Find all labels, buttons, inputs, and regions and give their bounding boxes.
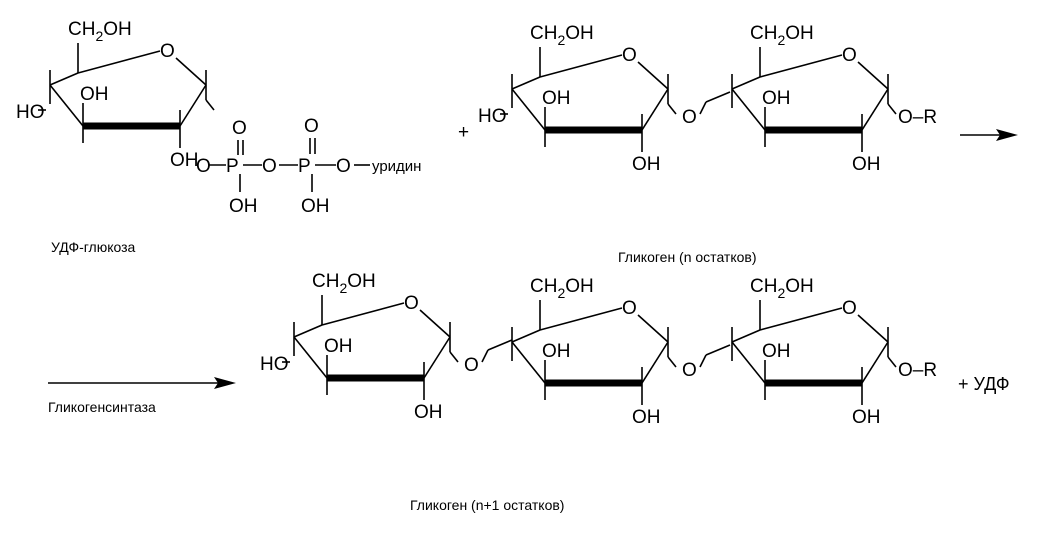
glycosidic-oxygen-udp: O [196, 156, 211, 177]
ch2oh-group: CH2OH [68, 19, 132, 44]
reaction-arrow-top [960, 129, 1018, 141]
glucose-ring-3: O CH2OH OH OH O–R [731, 23, 937, 175]
hydroxyl-c3: OH [542, 341, 571, 362]
glycogen-n-label: Гликоген (n остатков) [618, 249, 757, 265]
ring-oxygen: O [160, 41, 175, 62]
phosphorus-atom-1: P [226, 156, 239, 177]
phosphoryl-oxygen-1: O [232, 118, 247, 139]
phosphate-oh-1: OH [229, 196, 258, 217]
phosphoryl-oxygen-2: O [304, 116, 319, 137]
plus-sign: + [458, 122, 469, 143]
glucose-ring-6: O CH2OH OH OH O–R [731, 276, 937, 428]
hydroxyl-c2: OH [632, 154, 661, 175]
hydroxyl-c2: OH [852, 407, 881, 428]
ch2oh-group: CH2OH [530, 23, 594, 48]
or-terminus: O–R [898, 107, 937, 128]
hydroxyl-c2: OH [632, 407, 661, 428]
ring-oxygen: O [622, 45, 637, 66]
phosphate-oh-2: OH [301, 196, 330, 217]
ring-oxygen: O [842, 298, 857, 319]
glycogen-n1-label: Гликоген (n+1 остатков) [410, 497, 564, 513]
uridine-oxygen: O [336, 156, 351, 177]
ch2oh-group: CH2OH [750, 23, 814, 48]
hydroxyl-c3: OH [80, 84, 109, 105]
hydroxyl-c3: OH [762, 88, 791, 109]
uridine-label: уридин [372, 158, 421, 175]
ring-oxygen: O [842, 45, 857, 66]
hydroxyl-c2: OH [170, 150, 199, 171]
hydroxyl-c3: OH [542, 88, 571, 109]
ch2oh-group: CH2OH [750, 276, 814, 301]
glucose-ring-4: O CH2OH OH OH HO O [260, 271, 513, 423]
ring-oxygen: O [622, 298, 637, 319]
udp-glucose-label: УДФ-глюкоза [51, 239, 136, 255]
phosphorus-atom-2: P [298, 156, 311, 177]
hydroxyl-c2: OH [852, 154, 881, 175]
reaction-arrow-main [48, 377, 236, 389]
glycosidic-oxygen: O [682, 360, 697, 381]
udp-product: + УДФ [958, 374, 1010, 394]
glucose-ring-1: O CH2OH OH OH HO [16, 19, 215, 171]
hydroxyl-c2: OH [414, 402, 443, 423]
bridge-oxygen: O [262, 156, 277, 177]
glucose-ring-5: O CH2OH OH OH O [511, 276, 731, 428]
glycosidic-oxygen: O [682, 107, 697, 128]
ring-oxygen: O [404, 293, 419, 314]
hydroxyl-c3: OH [324, 336, 353, 357]
ch2oh-group: CH2OH [530, 276, 594, 301]
enzyme-label: Гликогенсинтаза [48, 399, 156, 415]
hydroxyl-c4: HO [16, 102, 45, 123]
glucose-ring-2: O CH2OH OH OH HO O [478, 23, 731, 175]
ch2oh-group: CH2OH [312, 271, 376, 296]
hydroxyl-c4: HO [260, 354, 289, 375]
hydroxyl-c3: OH [762, 341, 791, 362]
hydroxyl-c4: HO [478, 106, 507, 127]
glycosidic-oxygen: O [464, 355, 479, 376]
phosphate-chain: P O OH O P O OH O уридин [209, 116, 421, 217]
or-terminus: O–R [898, 360, 937, 381]
